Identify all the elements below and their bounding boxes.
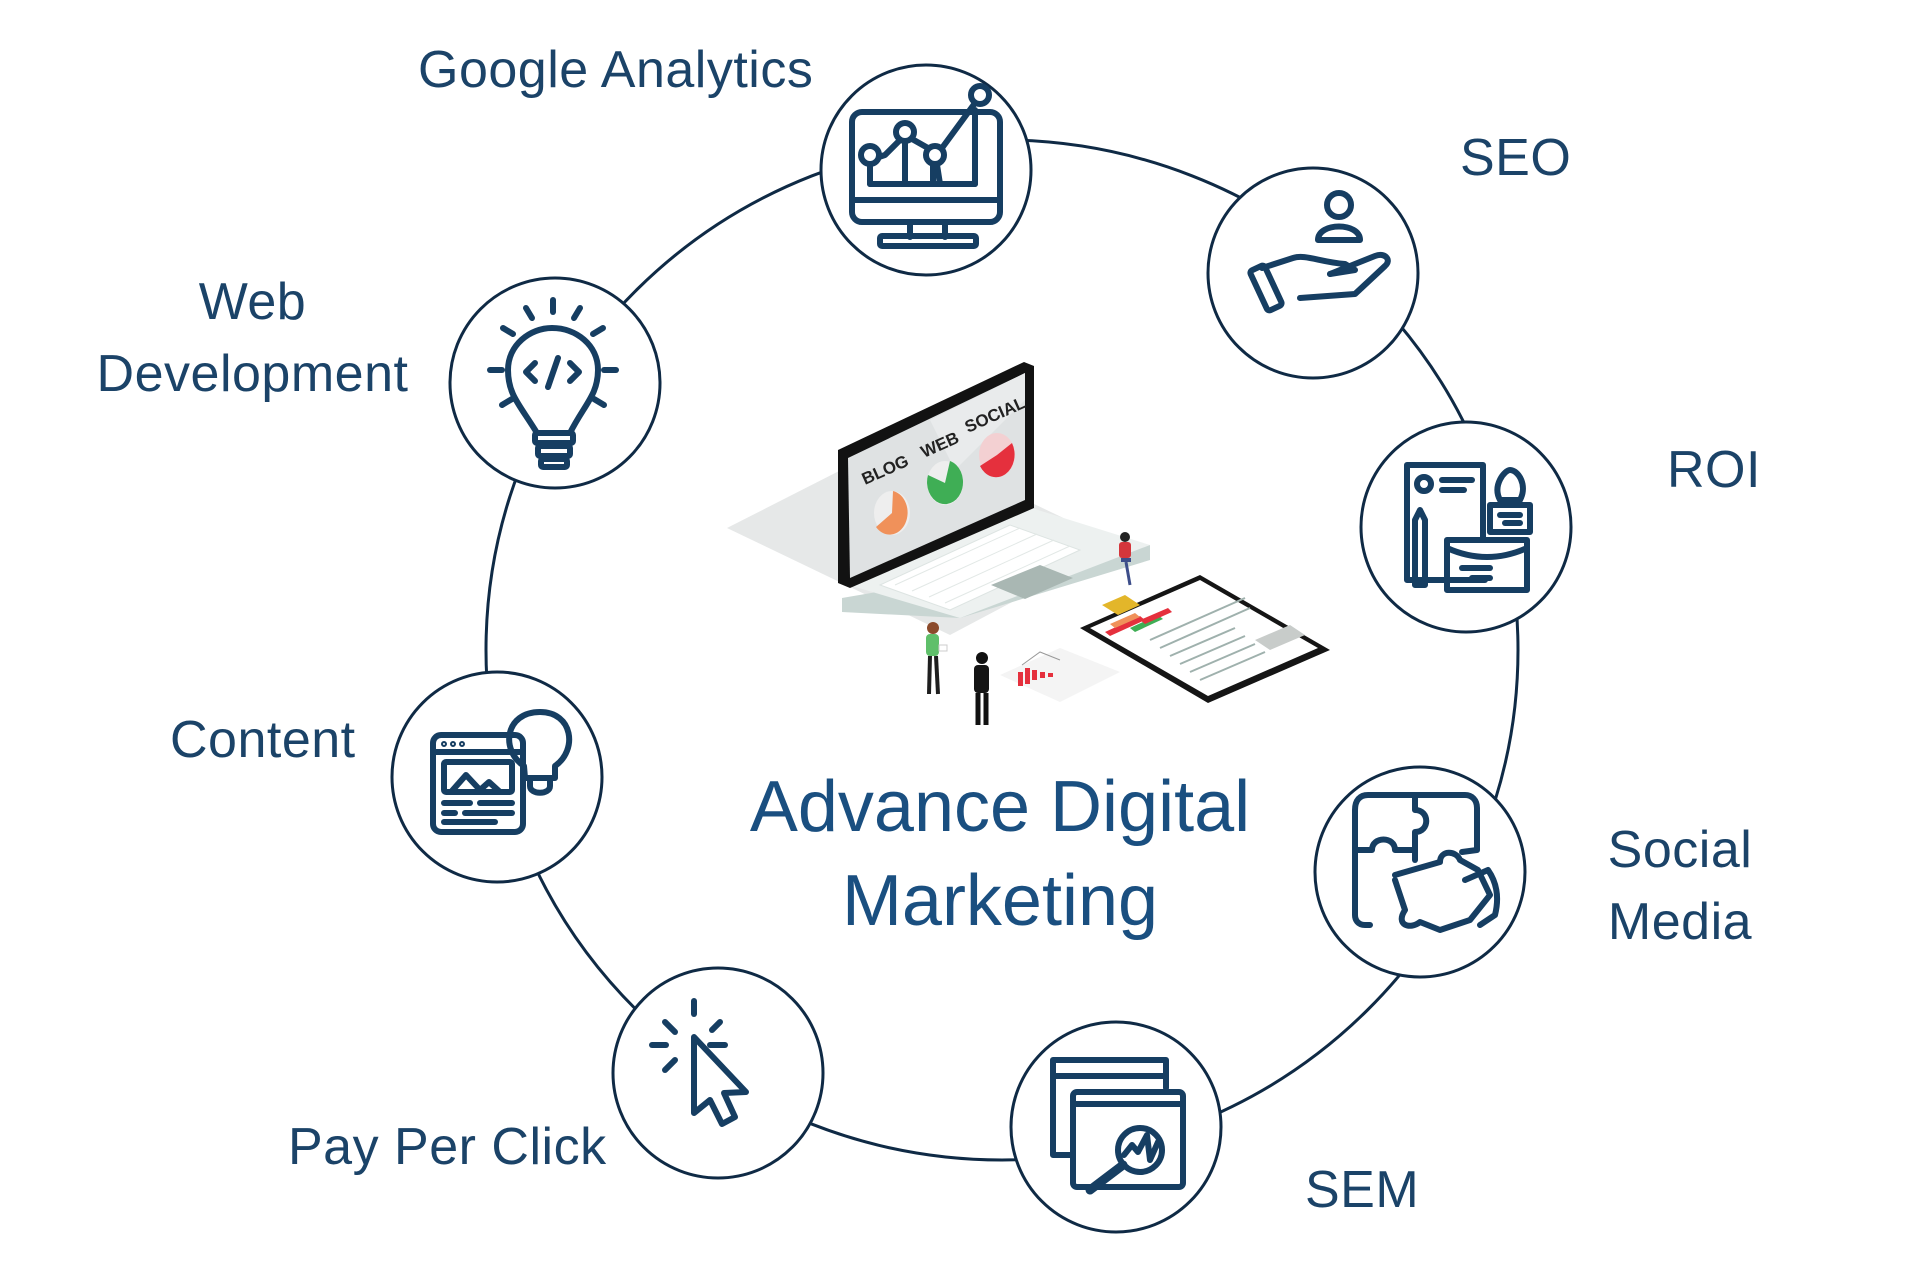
label-sem: SEM: [1305, 1161, 1420, 1219]
label-social-media: Social Media: [1590, 820, 1770, 952]
stationery-envelope-icon: [1404, 462, 1533, 593]
hand-holding-user-icon: [1247, 190, 1391, 314]
label-web-development-line2: Development: [96, 345, 409, 403]
label-roi: ROI: [1667, 441, 1761, 499]
person-man: [974, 652, 989, 725]
person-sitting: [1119, 532, 1132, 586]
node-circle-pay-per-click[interactable]: [611, 966, 825, 1180]
label-seo: SEO: [1460, 129, 1572, 187]
web-pie-chart: [927, 461, 964, 505]
label-google-analytics: Google Analytics: [418, 41, 814, 99]
center-title-line2: Marketing: [841, 861, 1159, 941]
label-web-development: Web Development: [80, 272, 425, 404]
laptop-illustration: BLOG WEB SOCIAL: [727, 362, 1330, 725]
chart-paper: [1000, 648, 1120, 702]
social-pie-chart: [979, 433, 1015, 478]
center-title: Advance Digital Marketing: [680, 760, 1320, 948]
monitor-line-chart-icon: [849, 83, 1003, 249]
center-title-line1: Advance Digital: [749, 767, 1251, 847]
node-circle-seo[interactable]: [1206, 166, 1420, 380]
node-circle-sem[interactable]: [1009, 1020, 1223, 1234]
clipboard-report: [1080, 575, 1330, 703]
label-social-media-line2: Media: [1607, 893, 1753, 951]
label-content: Content: [170, 711, 356, 769]
browser-magnifier-icon: [1050, 1057, 1186, 1195]
label-social-media-line1: Social: [1607, 821, 1753, 879]
lightbulb-code-icon: [487, 297, 619, 470]
node-circle-social-media[interactable]: [1313, 765, 1527, 979]
label-web-development-line1: Web: [198, 273, 307, 331]
label-pay-per-click: Pay Per Click: [288, 1118, 607, 1176]
browser-lightbulb-icon: [430, 709, 573, 835]
node-circle-content[interactable]: [390, 670, 604, 884]
cursor-click-icon: [649, 998, 749, 1127]
puzzle-hand-icon: [1352, 792, 1500, 933]
person-woman: [926, 622, 948, 695]
node-circle-roi[interactable]: [1359, 420, 1573, 634]
blog-pie-chart: [874, 491, 910, 535]
